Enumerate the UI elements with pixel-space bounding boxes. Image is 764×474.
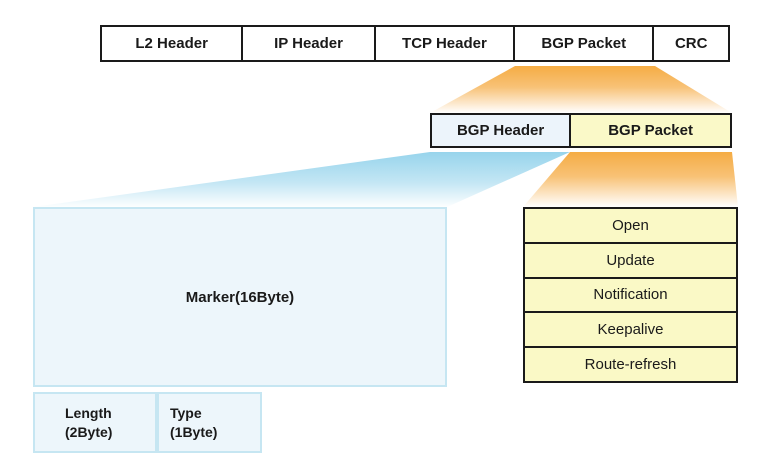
length-field-cell: Length (2Byte) [33, 392, 157, 453]
message-type-keepalive: Keepalive [525, 311, 736, 346]
type-field-label: Type [170, 404, 202, 421]
length-field-size: (2Byte) [65, 423, 113, 440]
message-type-route-refresh: Route-refresh [525, 346, 736, 381]
frame-cell-l2-header: L2 Header [135, 35, 208, 52]
funnel-bgp-payload-expand [523, 152, 738, 207]
bgp-header-cell: BGP Header [432, 115, 570, 146]
type-field-size: (1Byte) [170, 423, 218, 440]
bgp-packet-cell: BGP Packet [569, 115, 730, 146]
marker-field-label: Marker(16Byte) [185, 288, 295, 306]
funnel-bgp-packet-expand [430, 66, 732, 113]
message-type-open: Open [612, 216, 649, 234]
message-type-update: Update [525, 241, 736, 277]
funnel-bgp-header-expand [33, 152, 570, 207]
bgp-message-row: BGP Header BGP Packet [430, 113, 732, 148]
frame-cell-tcp-header: TCP Header [373, 27, 513, 60]
length-field-label: Length [65, 404, 112, 421]
marker-field-box: Marker(16Byte) [33, 207, 447, 387]
bgp-message-type-list: Open Update Notification Keepalive Route… [523, 207, 738, 383]
type-field-cell: Type (1Byte) [157, 392, 262, 453]
packet-frame-row: L2 Header IP Header TCP Header BGP Packe… [100, 25, 730, 62]
message-type-notification: Notification [525, 276, 736, 312]
frame-cell-crc: CRC [652, 27, 728, 60]
frame-cell-bgp-packet: BGP Packet [513, 27, 652, 60]
frame-cell-ip-header: IP Header [241, 27, 373, 60]
